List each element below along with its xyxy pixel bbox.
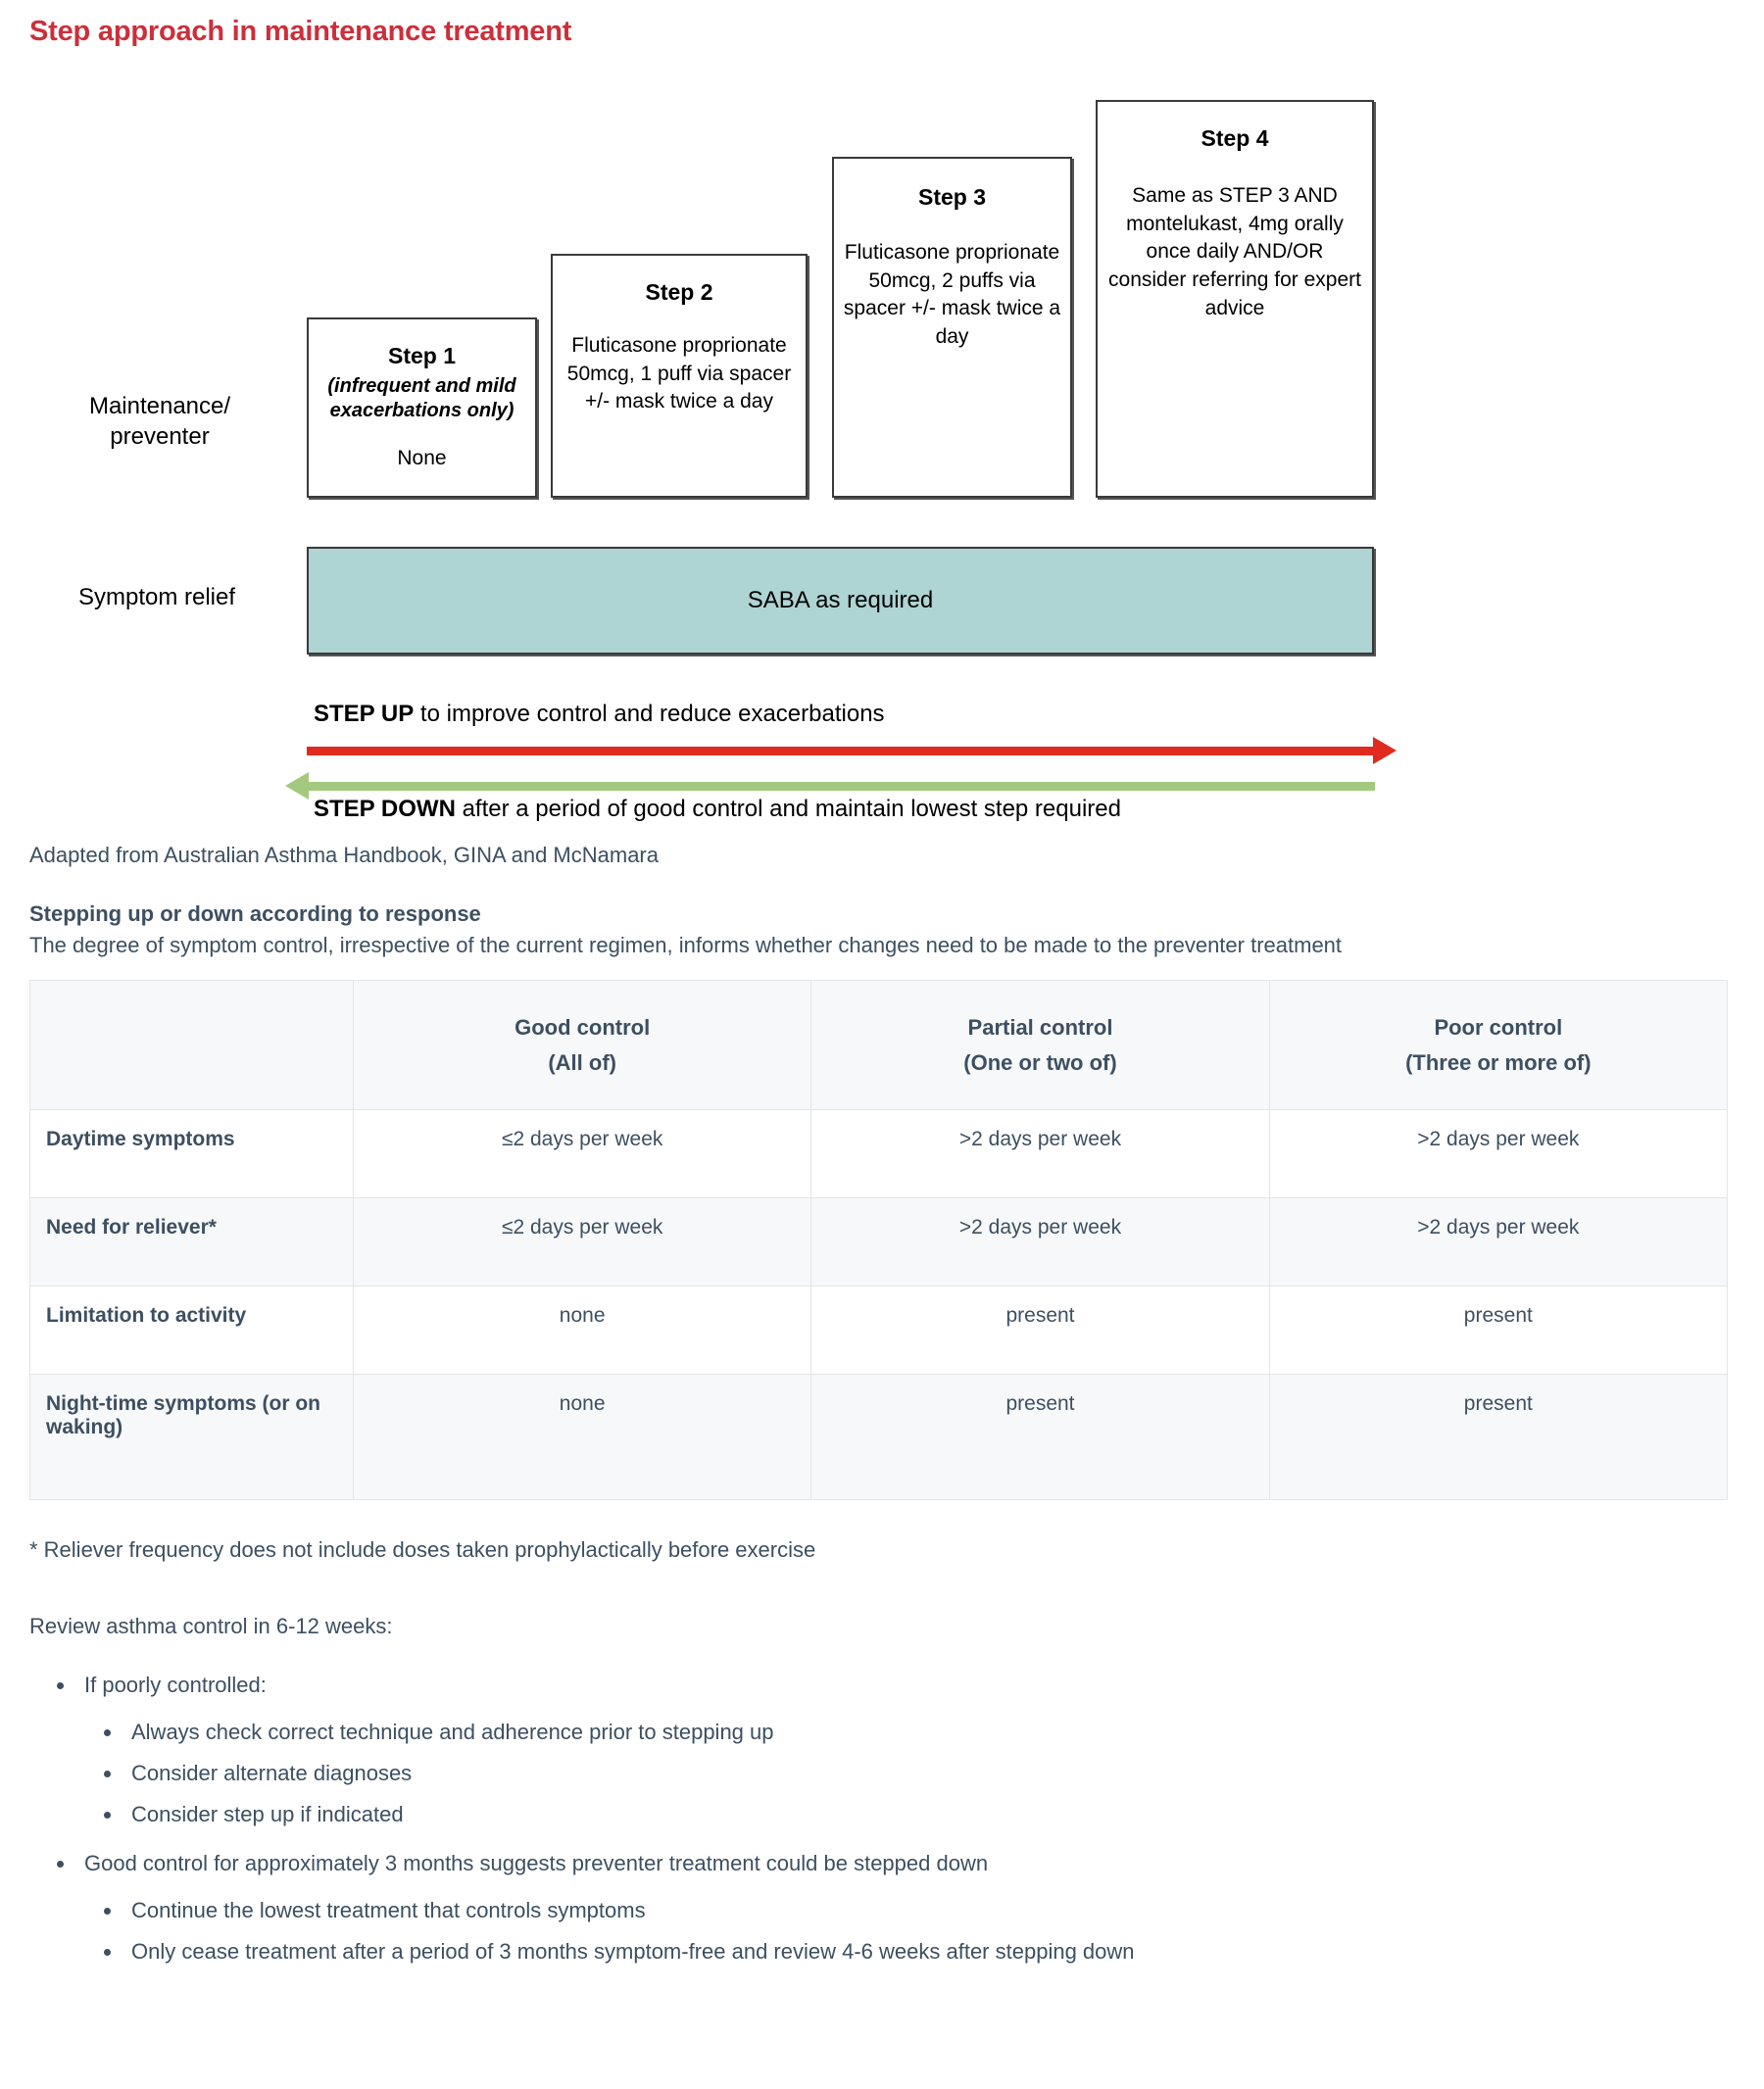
cell-limitation-poor: present [1268, 1286, 1729, 1375]
step-down-caption: STEP DOWN after a period of good control… [314, 796, 1121, 823]
arrow-zone: STEP UP to improve control and reduce ex… [0, 686, 1764, 843]
partial-control-line2: (One or two of) [963, 1049, 1117, 1075]
step-approach-diagram: Maintenance/ preventer Symptom relief St… [0, 0, 1764, 843]
sub-bullet-list-good-control: Continue the lowest treatment that contr… [84, 1882, 1735, 1965]
good-control-line2: (All of) [548, 1049, 616, 1075]
poor-control-line1: Poor control [1434, 1014, 1563, 1040]
maintenance-label-line1: Maintenance/ [88, 393, 231, 419]
partial-control-line1: Partial control [967, 1014, 1113, 1040]
review-bullet-list: If poorly controlled: Always check corre… [29, 1659, 1735, 1965]
section-intro-text: The degree of symptom control, irrespect… [29, 933, 1343, 957]
step-1-body: None [397, 447, 447, 470]
document-body: Adapted from Australian Asthma Handbook,… [0, 843, 1764, 1965]
step-box-2: Step 2 Fluticasone proprionate 50mcg, 1 … [551, 254, 808, 498]
table-row: Daytime symptoms ≤2 days per week >2 day… [29, 1109, 1729, 1198]
table-col-header-blank [29, 980, 354, 1110]
row-label-limitation-to-activity: Limitation to activity [29, 1286, 354, 1375]
good-control-line1: Good control [514, 1014, 651, 1040]
maintenance-label-line2: preventer [110, 422, 210, 450]
step-1-title: Step 1 [387, 343, 457, 368]
table-col-header-partial: Partial control (One or two of) [810, 980, 1270, 1110]
table-body: Daytime symptoms ≤2 days per week >2 day… [29, 1109, 1729, 1500]
step-4-title: Step 4 [1200, 125, 1269, 151]
table-row: Limitation to activity none present pres… [29, 1286, 1729, 1375]
cell-reliever-poor: >2 days per week [1268, 1197, 1729, 1287]
sub-bullet-list-poorly-controlled: Always check correct technique and adher… [84, 1704, 1735, 1827]
step-2-body: Fluticasone proprionate 50mcg, 1 puff vi… [566, 334, 792, 413]
table-col-header-poor: Poor control (Three or more of) [1268, 980, 1729, 1110]
step-4-body: Same as STEP 3 AND montelukast, 4mg oral… [1108, 184, 1361, 319]
step-up-caption-rest: to improve control and reduce exacerbati… [414, 701, 885, 727]
step-3-title: Step 3 [917, 184, 987, 210]
table-row: Need for reliever* ≤2 days per week >2 d… [29, 1197, 1729, 1287]
document-page: Step approach in maintenance treatment M… [0, 0, 1764, 2014]
table-footnote: * Reliever frequency does not include do… [29, 1537, 816, 1562]
saba-bar-label: SABA as required [747, 587, 934, 613]
list-item: If poorly controlled: Always check corre… [76, 1659, 1735, 1827]
cell-limitation-partial: present [810, 1286, 1270, 1375]
row-label-need-for-reliever: Need for reliever* [29, 1197, 354, 1287]
row-label-night-time-symptoms: Night-time symptoms (or on waking) [29, 1374, 354, 1500]
table-header-row: Good control (All of) Partial control (O… [29, 980, 1729, 1110]
step-1-subtitle: (infrequent and mild exacerbations only) [327, 375, 516, 422]
list-item: Consider alternate diagnoses [123, 1745, 1735, 1786]
bullet-if-poorly-controlled: If poorly controlled: [84, 1673, 267, 1697]
list-item: Consider step up if indicated [123, 1786, 1735, 1827]
step-down-caption-bold: STEP DOWN [314, 796, 456, 822]
table-head: Good control (All of) Partial control (O… [29, 980, 1729, 1110]
symptom-control-table: Good control (All of) Partial control (O… [29, 980, 1729, 1500]
list-item: Continue the lowest treatment that contr… [123, 1882, 1735, 1923]
diagram-row-label-symptom-relief: Symptom relief [77, 584, 236, 610]
step-box-3: Step 3 Fluticasone proprionate 50mcg, 2 … [832, 157, 1072, 498]
cell-nighttime-good: none [352, 1374, 812, 1500]
cell-daytime-good: ≤2 days per week [352, 1109, 812, 1198]
bullet-good-control-3-months: Good control for approximately 3 months … [84, 1851, 989, 1875]
saba-bar: SABA as required [307, 547, 1374, 655]
cell-nighttime-poor: present [1268, 1374, 1729, 1500]
diagram-row-label-maintenance: Maintenance/ preventer [37, 392, 282, 452]
page-title: Step approach in maintenance treatment [29, 16, 572, 47]
cell-reliever-good: ≤2 days per week [352, 1197, 812, 1287]
poor-control-line2: (Three or more of) [1405, 1049, 1592, 1075]
step-2-title: Step 2 [645, 279, 713, 305]
adapted-source-note: Adapted from Australian Asthma Handbook,… [29, 843, 659, 867]
list-item: Good control for approximately 3 months … [76, 1837, 1735, 1965]
cell-daytime-poor: >2 days per week [1268, 1109, 1729, 1198]
step-box-4: Step 4 Same as STEP 3 AND montelukast, 4… [1096, 100, 1374, 498]
list-item: Only cease treatment after a period of 3… [123, 1923, 1735, 1965]
table-col-header-good: Good control (All of) [352, 980, 812, 1110]
step-up-caption: STEP UP to improve control and reduce ex… [314, 701, 885, 728]
table-row: Night-time symptoms (or on waking) none … [29, 1374, 1729, 1500]
section-heading-stepping: Stepping up or down according to respons… [29, 901, 481, 926]
review-asthma-control-line: Review asthma control in 6-12 weeks: [29, 1614, 393, 1638]
cell-reliever-partial: >2 days per week [810, 1197, 1270, 1287]
step-3-body: Fluticasone proprionate 50mcg, 2 puffs v… [843, 241, 1061, 348]
cell-daytime-partial: >2 days per week [810, 1109, 1270, 1198]
step-up-arrow-icon [307, 737, 1396, 764]
list-item: Always check correct technique and adher… [123, 1704, 1735, 1745]
cell-limitation-good: none [352, 1286, 812, 1375]
step-up-caption-bold: STEP UP [314, 701, 415, 727]
step-down-arrow-icon [285, 772, 1375, 800]
step-down-caption-rest: after a period of good control and maint… [455, 796, 1121, 822]
step-box-1: Step 1 (infrequent and mild exacerbation… [307, 317, 537, 498]
cell-nighttime-partial: present [810, 1374, 1270, 1500]
row-label-daytime-symptoms: Daytime symptoms [29, 1109, 354, 1198]
